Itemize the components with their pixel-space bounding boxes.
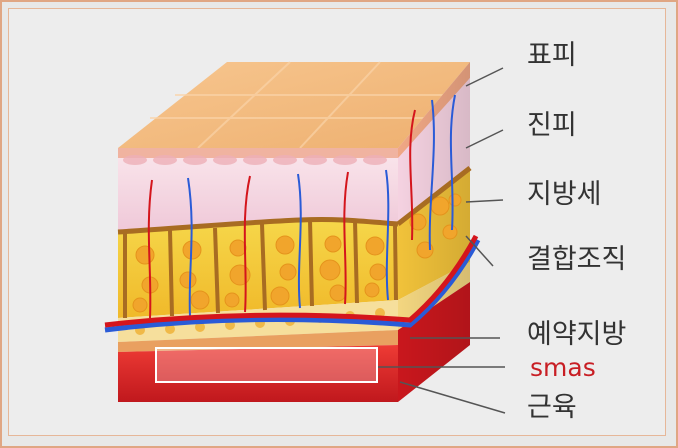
- smas-band-front: [118, 330, 398, 352]
- artery-main: [104, 234, 479, 328]
- connective-strands: [117, 166, 472, 318]
- epidermis-top-surface: [118, 62, 470, 148]
- epidermis-grid-lines: [150, 61, 455, 149]
- label-muscle: 근육: [527, 392, 577, 423]
- smas-highlight-box: [155, 347, 378, 383]
- leader-lines: [378, 67, 506, 414]
- label-epidermis: 표피: [527, 40, 577, 71]
- muscle-front: [118, 345, 398, 402]
- label-dermis: 진피: [527, 110, 577, 141]
- dermis-front: [118, 158, 398, 232]
- vessel-branches: [147, 94, 456, 319]
- label-smas: smas: [530, 353, 596, 382]
- label-reserve-fat: 예약지방: [527, 319, 626, 350]
- vein-main: [104, 238, 481, 333]
- dermal-papillae: [123, 155, 387, 165]
- label-connective-tissue: 결합조직: [527, 244, 626, 275]
- label-fat-cells: 지방세: [527, 179, 602, 210]
